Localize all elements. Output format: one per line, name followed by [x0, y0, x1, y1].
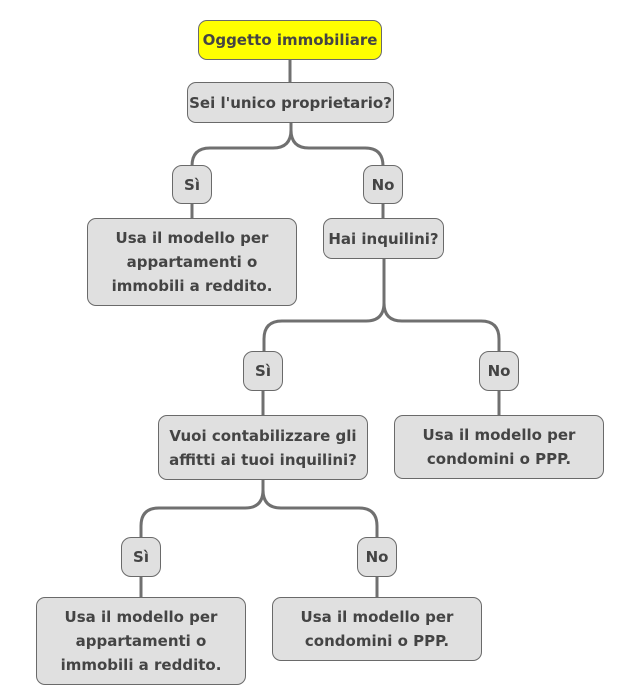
answer-no-account-rents: No [357, 537, 397, 577]
result-line: condomini o PPP. [426, 450, 572, 468]
result-condominiums-1: Usa il modello per condomini o PPP. [394, 415, 604, 479]
edge-q1-yes [190, 121, 293, 168]
question-tenants: Hai inquilini? [323, 218, 444, 259]
question-line: affitti ai tuoi inquilini? [169, 450, 357, 469]
result-line: immobili a reddito. [111, 277, 273, 295]
edge-q3-no [261, 477, 379, 540]
edge-q2-no [382, 256, 501, 354]
edge-q1-no [289, 121, 385, 168]
edge-q2-yes [262, 256, 386, 354]
answer-no-tenants: No [479, 351, 519, 391]
result-line: Usa il modello per [300, 608, 454, 626]
result-line: Usa il modello per [422, 426, 576, 444]
result-line: Usa il modello per [64, 608, 218, 626]
question-line: Vuoi contabilizzare gli [169, 426, 357, 445]
root-node: Oggetto immobiliare [198, 20, 382, 60]
result-condominiums-2: Usa il modello per condomini o PPP. [272, 597, 482, 661]
result-line: appartamenti o [126, 253, 258, 271]
answer-no-sole-owner: No [363, 165, 403, 204]
result-line: appartamenti o [75, 632, 207, 650]
result-line: immobili a reddito. [60, 656, 222, 674]
question-sole-owner: Sei l'unico proprietario? [187, 82, 394, 123]
result-line: condomini o PPP. [304, 632, 450, 650]
answer-yes-sole-owner: Sì [172, 165, 212, 204]
result-line: Usa il modello per [115, 229, 269, 247]
edge-q3-yes [139, 477, 265, 540]
result-apartments-1: Usa il modello per appartamenti o immobi… [87, 218, 297, 306]
answer-yes-account-rents: Sì [121, 537, 161, 577]
answer-yes-tenants: Sì [243, 351, 283, 391]
question-account-rents: Vuoi contabilizzare gli affitti ai tuoi … [158, 415, 368, 480]
result-apartments-2: Usa il modello per appartamenti o immobi… [36, 597, 246, 685]
